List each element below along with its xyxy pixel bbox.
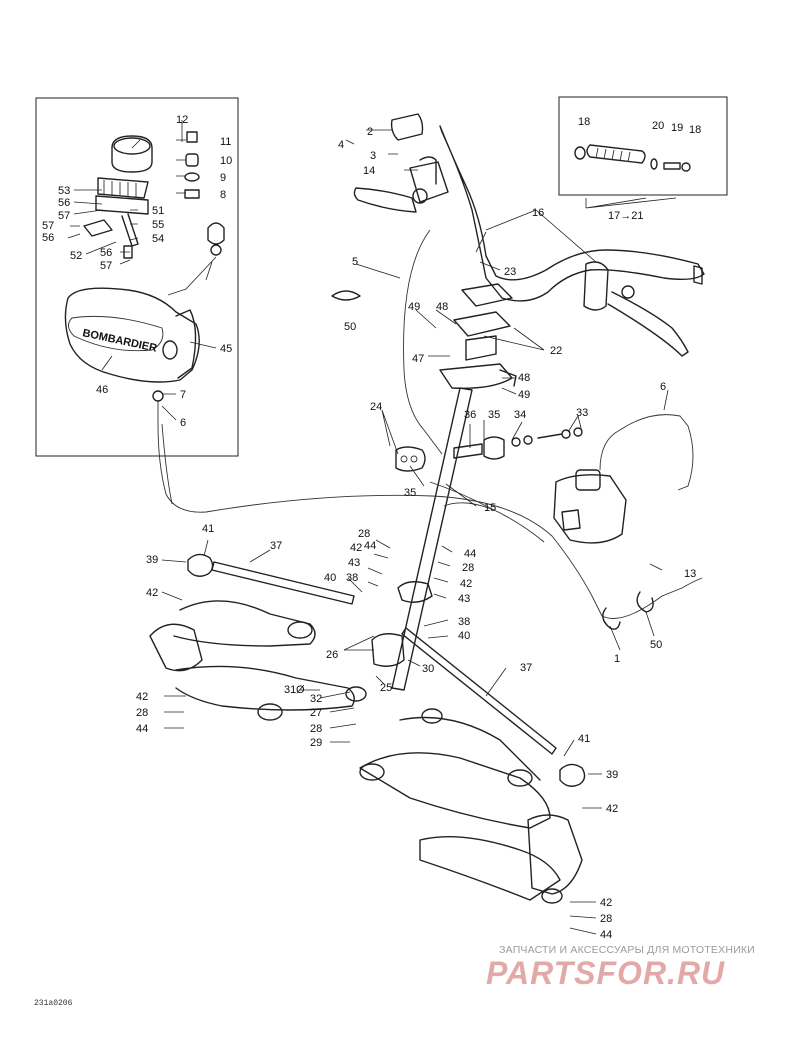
callout-47: 47 xyxy=(412,353,424,365)
callout-8: 8 xyxy=(220,189,226,201)
callout-10: 10 xyxy=(220,155,232,167)
callout-42c: 42 xyxy=(460,578,472,590)
leader-lines xyxy=(67,120,677,935)
callout-17-21: 17→21 xyxy=(608,210,643,222)
callout-23: 23 xyxy=(504,266,516,278)
callout-28c: 28 xyxy=(136,707,148,719)
callout-27: 27 xyxy=(310,707,322,719)
callout-40a: 40 xyxy=(324,572,336,584)
callout-57a: 57 xyxy=(58,210,70,222)
callout-42d: 42 xyxy=(136,691,148,703)
callout-52: 52 xyxy=(70,250,82,262)
callout-57b: 57 xyxy=(42,220,54,232)
callout-4: 4 xyxy=(338,139,344,151)
callout-39b: 39 xyxy=(606,769,618,781)
callout-57c: 57 xyxy=(100,260,112,272)
callout-12: 12 xyxy=(176,114,188,126)
callout-5: 5 xyxy=(352,256,358,268)
callout-43a: 43 xyxy=(348,557,360,569)
callout-39a: 39 xyxy=(146,554,158,566)
callout-26: 26 xyxy=(326,649,338,661)
callout-37b: 37 xyxy=(520,662,532,674)
callout-56c: 56 xyxy=(100,247,112,259)
callout-19: 18 xyxy=(689,124,701,136)
callout-38b: 38 xyxy=(458,616,470,628)
callout-44b: 44 xyxy=(464,548,476,560)
grip-assembly xyxy=(574,144,691,172)
callout-21: 19 xyxy=(671,122,683,134)
callout-28e: 28 xyxy=(600,913,612,925)
callout-22: 22 xyxy=(550,345,562,357)
callout-42a: 42 xyxy=(146,587,158,599)
callout-30: 30 xyxy=(422,663,434,675)
callout-32: 32 xyxy=(310,693,322,705)
callout-31-glyph: Ø xyxy=(296,684,305,696)
callout-16: 16 xyxy=(532,207,544,219)
callout-36: 36 xyxy=(464,409,476,421)
callout-34: 34 xyxy=(514,409,526,421)
callout-29: 29 xyxy=(310,737,322,749)
main-assembly xyxy=(149,113,705,904)
inset-frame-grip xyxy=(558,96,728,196)
cover-marking: BOMBARDIER xyxy=(81,327,158,355)
callout-45: 45 xyxy=(220,343,232,355)
callout-14: 14 xyxy=(363,165,375,177)
callout-53: 53 xyxy=(58,185,70,197)
callout-55: 55 xyxy=(152,219,164,231)
callout-2: 2 xyxy=(367,126,373,138)
callout-33: 33 xyxy=(576,407,588,419)
callout-18: 18 xyxy=(578,116,590,128)
callout-28a: 28 xyxy=(358,528,370,540)
callout-50b: 50 xyxy=(650,639,662,651)
callout-6a: 6 xyxy=(660,381,666,393)
callout-49b: 49 xyxy=(518,389,530,401)
callout-20: 20 xyxy=(652,120,664,132)
inset-frame-gauge xyxy=(35,97,239,457)
gauge-assembly: BOMBARDIER xyxy=(64,131,225,402)
callout-labels: 2 4 3 14 16 5 23 49 48 50 22 47 48 49 24… xyxy=(42,114,701,941)
callout-44a: 44 xyxy=(364,540,376,552)
callout-41a: 41 xyxy=(202,523,214,535)
watermark-caption: ЗАПЧАСТИ И АКСЕССУАРЫ ДЛЯ МОТОТЕХНИКИ xyxy=(499,944,755,956)
drawing-code: 231a0206 xyxy=(34,999,73,1008)
callout-1: 1 xyxy=(614,653,620,665)
callout-25: 25 xyxy=(380,682,392,694)
callout-56b: 56 xyxy=(42,232,54,244)
callout-13: 13 xyxy=(684,568,696,580)
callout-40b: 40 xyxy=(458,630,470,642)
callout-42b: 42 xyxy=(350,542,362,554)
callout-50a: 50 xyxy=(344,321,356,333)
callout-24: 24 xyxy=(370,401,382,413)
callout-42f: 42 xyxy=(600,897,612,909)
callout-28b: 28 xyxy=(462,562,474,574)
callout-46: 46 xyxy=(96,384,108,396)
callout-3: 3 xyxy=(370,150,376,162)
callout-38a: 38 xyxy=(346,572,358,584)
callout-9: 9 xyxy=(220,172,226,184)
callout-54: 54 xyxy=(152,233,164,245)
callout-43b: 43 xyxy=(458,593,470,605)
callout-6b: 6 xyxy=(180,417,186,429)
callout-51: 51 xyxy=(152,205,164,217)
callout-15: 15 xyxy=(484,502,496,514)
callout-48b: 48 xyxy=(518,372,530,384)
callout-31: 31 xyxy=(284,684,296,696)
callout-37a: 37 xyxy=(270,540,282,552)
callout-44c: 44 xyxy=(136,723,148,735)
callout-7: 7 xyxy=(180,389,186,401)
callout-28d: 28 xyxy=(310,723,322,735)
callout-11: 11 xyxy=(220,136,231,148)
callout-41b: 41 xyxy=(578,733,590,745)
callout-49a: 49 xyxy=(408,301,420,313)
callout-42e: 42 xyxy=(606,803,618,815)
callout-35b: 35 xyxy=(404,487,416,499)
callout-44d: 44 xyxy=(600,929,612,941)
callout-56a: 56 xyxy=(58,197,70,209)
callout-35: 35 xyxy=(488,409,500,421)
callout-48a: 48 xyxy=(436,301,448,313)
watermark-logo: PARTSFOR.RU xyxy=(486,955,726,991)
